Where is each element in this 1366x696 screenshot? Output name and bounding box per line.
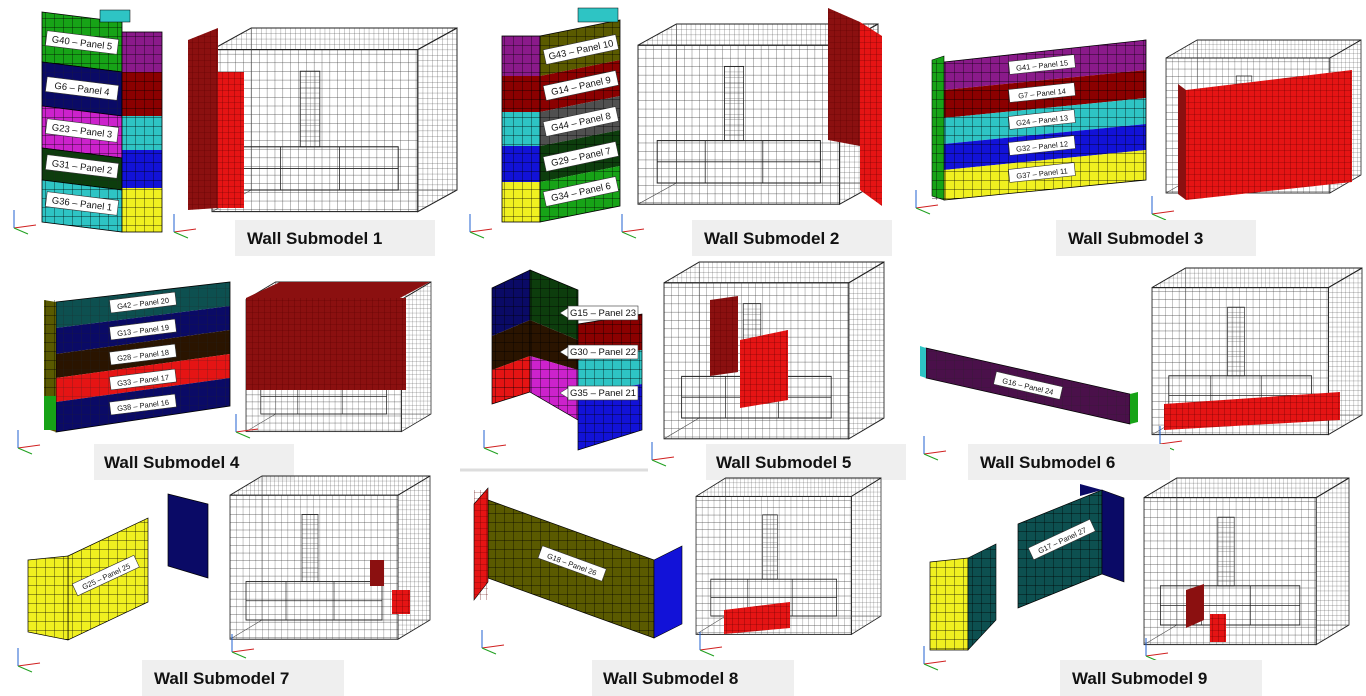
submodel-6-building: [1151, 267, 1363, 436]
caption: Wall Submodel 4: [104, 453, 240, 472]
axis-triad-icon: [621, 213, 645, 239]
caption-background: [1056, 220, 1256, 256]
caption-background: [235, 220, 435, 256]
caption: Wall Submodel 6: [980, 453, 1115, 472]
submodel-7-building: [229, 475, 431, 640]
submodel-1-building: [188, 27, 458, 213]
submodel-4-labels: G42 – Panel 20 G13 – Panel 19 G28 – Pane…: [109, 291, 177, 416]
submodel-5-building: [663, 261, 885, 440]
axis-triad-icon: [1151, 195, 1175, 221]
axis-triad-icon: [699, 631, 723, 657]
axis-triad-icon: [481, 629, 505, 655]
axis-triad-icon: [469, 213, 493, 239]
submodel-2-labels: G43 – Panel 10 G14 – Panel 9 G44 – Panel…: [542, 34, 620, 207]
submodel-2-building: [637, 8, 882, 206]
axis-triad-icon: [483, 429, 507, 455]
submodel-9-wall-panels: [929, 484, 1125, 651]
axis-triad-icon: [923, 435, 947, 461]
caption-background: [592, 660, 794, 696]
submodel-3-building: [1165, 39, 1362, 200]
caption: Wall Submodel 2: [704, 229, 839, 248]
caption-background: [94, 444, 294, 480]
submodel-5-labels: G15 – Panel 23 G30 – Panel 22 G35 – Pane…: [559, 305, 639, 401]
submodel-4-building: [245, 281, 432, 433]
caption-background: [1060, 660, 1262, 696]
caption: Wall Submodel 9: [1072, 669, 1207, 688]
panel-label: G30 – Panel 22: [570, 347, 636, 358]
axis-triad-icon: [13, 209, 37, 235]
panel-label: G15 – Panel 23: [570, 308, 636, 319]
caption: Wall Submodel 8: [603, 669, 738, 688]
submodel-3-labels: G41 – Panel 15 G7 – Panel 14 G24 – Panel…: [1008, 54, 1076, 183]
submodel-5-wall-panels: [491, 269, 643, 451]
caption: Wall Submodel 3: [1068, 229, 1203, 248]
caption: Wall Submodel 1: [247, 229, 382, 248]
submodel-9-building: [1143, 477, 1350, 646]
submodel-1-labels: G40 – Panel 5 G6 – Panel 4 G23 – Panel 3…: [45, 30, 120, 216]
axis-triad-icon: [17, 647, 41, 673]
axis-triad-icon: [651, 441, 675, 467]
submodel-8-building: [695, 477, 882, 635]
caption-background: [706, 444, 906, 480]
submodel-2-wall-panels: [501, 7, 621, 223]
axis-triad-icon: [173, 213, 197, 239]
axis-triad-icon: [17, 429, 41, 455]
caption-background: [692, 220, 892, 256]
panel-label: G35 – Panel 21: [570, 388, 636, 399]
caption: Wall Submodel 7: [154, 669, 289, 688]
caption: Wall Submodel 5: [716, 453, 851, 472]
caption-background: [142, 660, 344, 696]
caption-background: [968, 444, 1170, 480]
